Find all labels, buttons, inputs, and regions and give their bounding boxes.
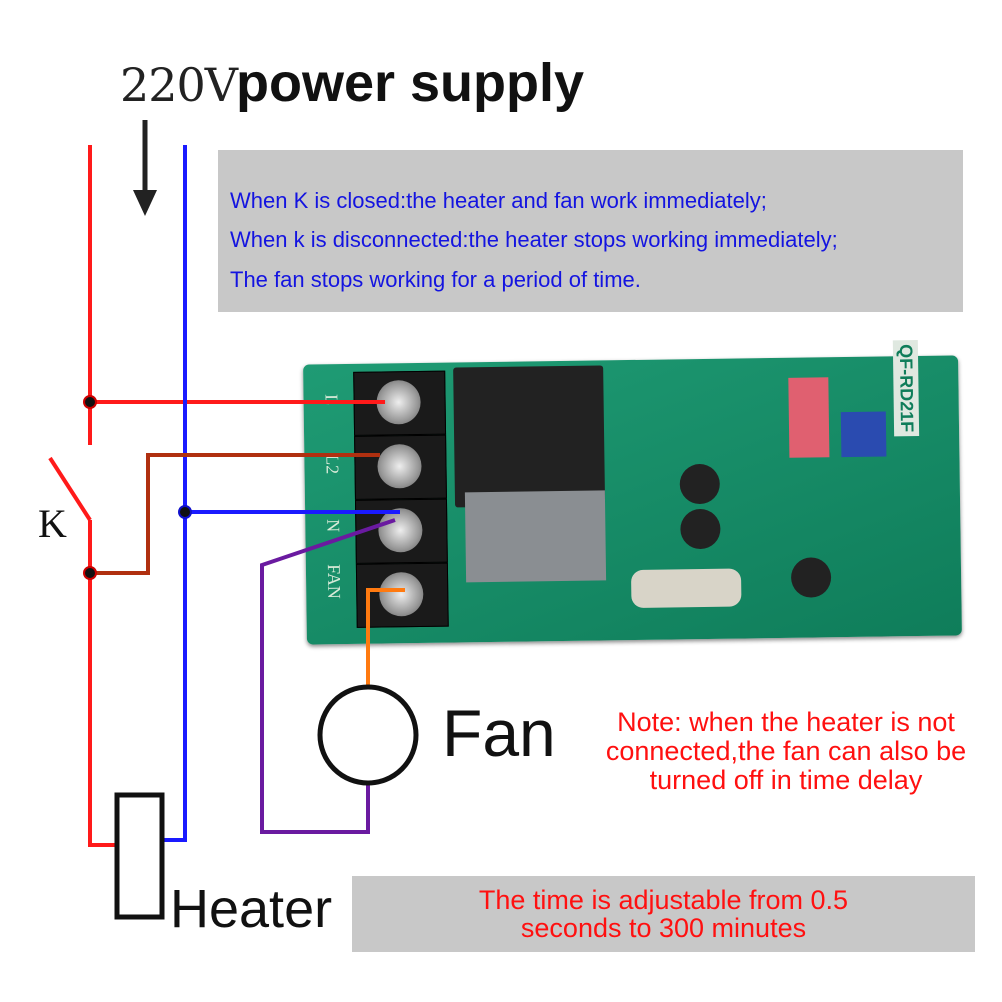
fan-feed-wire (366, 588, 405, 688)
time-line: seconds to 300 minutes (520, 913, 807, 943)
power-supply-title: power supply (236, 53, 585, 113)
time-line: The time is adjustable from 0.5 (478, 885, 849, 915)
voltage-label: 220V (120, 58, 238, 112)
info-line: When k is disconnected:the heater stops … (230, 227, 838, 252)
switch-k (48, 456, 92, 522)
time-range-box: The time is adjustable from 0.5 seconds … (352, 876, 975, 952)
note-text: Note: when the heater is not connected,t… (576, 708, 996, 795)
info-line: When K is closed:the heater and fan work… (230, 188, 767, 213)
heater-label: Heater (170, 879, 333, 939)
switch-label: K (38, 501, 67, 546)
live-wire (88, 145, 385, 847)
fan-return-wire (260, 518, 396, 834)
fan-label: Fan (442, 696, 556, 770)
info-box: When K is closed:the heater and fan work… (218, 150, 963, 312)
fan-symbol (317, 684, 419, 786)
arrow-head (133, 190, 157, 216)
info-line: The fan stops working for a period of ti… (230, 267, 641, 292)
junction-dot (178, 505, 192, 519)
junction-dot (83, 395, 97, 409)
note-line: connected,the fan can also be (605, 736, 967, 766)
heater-symbol (114, 792, 165, 920)
note-line: Note: when the heater is not (617, 707, 955, 737)
switched-wire (90, 453, 380, 575)
neutral-wire (162, 145, 400, 842)
note-line: turned off in time delay (649, 765, 923, 795)
junction-dot (83, 566, 97, 580)
